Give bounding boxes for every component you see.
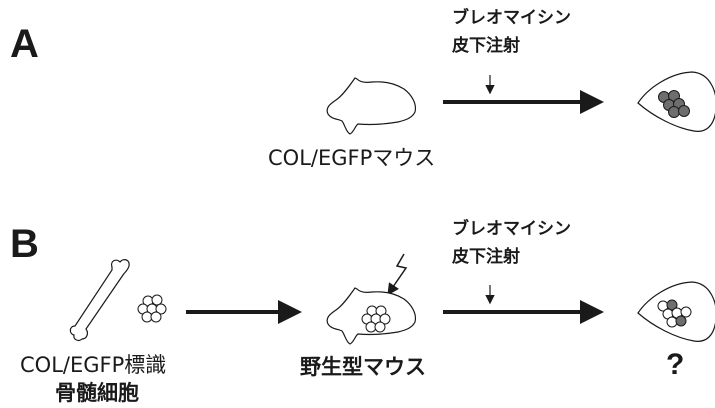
panel-b-cell [666, 316, 678, 328]
panel-a-cell [668, 106, 680, 118]
panel-b-treatment-drug: ブレオマイシン [452, 219, 571, 239]
panel-a-treatment-drug: ブレオマイシン [452, 8, 571, 28]
panel-b-letter: B [10, 222, 39, 266]
panel-a-mouse-skin [326, 77, 417, 135]
panel-a-cell [678, 105, 690, 117]
panel-b-mixed-cell-cluster [657, 299, 692, 328]
recipient-cell [374, 321, 386, 333]
lightning-icon [387, 253, 408, 296]
donor-label-line1: COL/EGFP標識 [20, 353, 167, 377]
panel-b-cell [666, 299, 678, 311]
panel-a-egfp-cell-cluster [658, 90, 690, 118]
marrow-cell [150, 311, 162, 323]
marrow-cell [151, 294, 163, 306]
marrow-cell [155, 303, 167, 315]
recipient-label: 野生型マウス [300, 355, 426, 379]
panel-b-treatment-route: 皮下注射 [452, 247, 520, 267]
panel-b-cell [675, 315, 687, 327]
result-unknown-label: ? [666, 348, 685, 381]
bone-icon [69, 259, 130, 341]
marrow-cell-cluster [137, 294, 167, 323]
recipient-cell-cluster [361, 305, 391, 333]
panel-b-cell [680, 306, 692, 318]
donor-label-line2: 骨髄細胞 [55, 381, 139, 405]
panel-a-treatment-route: 皮下注射 [452, 36, 520, 56]
panel-a-mouse-label: COL/EGFPマウス [268, 146, 436, 170]
recipient-cell [379, 313, 391, 325]
panel-a-letter: A [10, 22, 39, 66]
